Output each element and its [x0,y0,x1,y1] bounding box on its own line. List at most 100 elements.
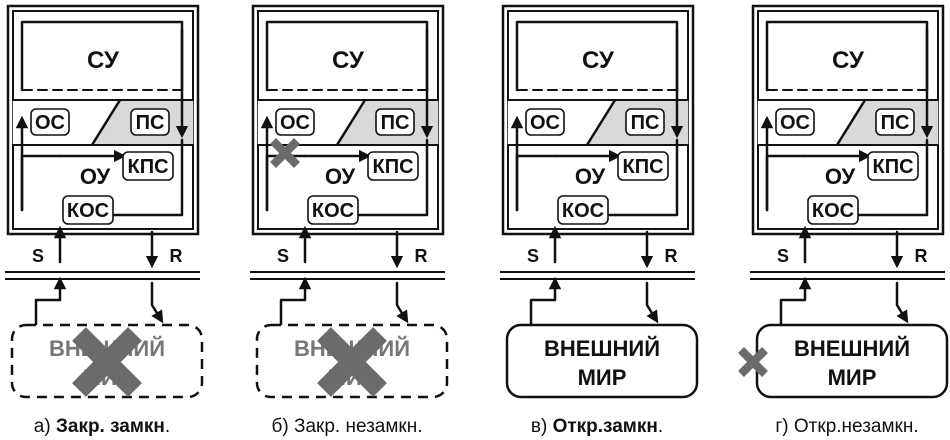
system-frame [751,4,945,236]
caption-prefix: г) [775,416,794,437]
r-to-world [395,281,409,324]
kos-block: КОС [807,195,859,225]
ou-box [12,144,194,230]
world-label-1: ВНЕШНИЙ [794,336,910,361]
caption-suffix: . [165,416,170,437]
os-block-label: ОС [780,112,810,134]
r-label: R [665,246,678,266]
kos-block-label: КОС [812,200,854,222]
r-label: R [170,246,183,266]
os-cut-cross [270,138,300,168]
world-cross [72,327,142,397]
world-to-s [779,276,812,327]
ou-loop-left [765,154,807,212]
ou-box [757,144,939,230]
caption-prefix: в) [531,416,553,437]
system-frame [501,4,695,236]
ps-block: ПС [130,108,170,136]
kps-block-label: КПС [127,156,168,178]
s-label: S [32,246,44,266]
kps-block: КПС [617,151,669,181]
ps-block-label: ПС [631,112,660,134]
system-frame [251,4,445,236]
world-box [505,323,699,399]
caption-suffix: . [658,416,663,437]
ou-box [507,144,689,230]
world-side-cross [738,347,768,377]
r-to-world [150,281,164,324]
caption-main: Закр. незамкн. [294,416,423,437]
r-to-world [645,281,659,324]
su-box [757,10,939,101]
caption-prefix: а) [34,416,56,437]
kos-block-label: КОС [67,200,109,222]
ou-loop-right [118,138,184,217]
os-block: ОС [275,108,315,136]
ou-loop-right [363,138,429,217]
kps-block: КПС [122,151,174,181]
caption-main: Закр. замкн [56,416,165,437]
caption-main: Откр.замкн [553,416,658,437]
world-label-1: ВНЕШНИЙ [544,336,660,361]
ps-block: ПС [875,108,915,136]
su-box [12,10,194,101]
s-label: S [777,246,789,266]
ps-block-label: ПС [136,112,165,134]
su-label: СУ [87,47,120,74]
kps-block: КПС [367,151,419,181]
su-label: СУ [332,47,365,74]
r-to-world [895,281,909,324]
kps-block-label: КПС [372,156,413,178]
world-label-2: МИР [578,365,627,390]
su-box [507,10,689,101]
su-label: СУ [832,47,865,74]
ps-block-label: ПС [881,112,910,134]
world-to-s [34,276,67,327]
ou-label: ОУ [80,164,111,189]
kos-block-label: КОС [562,200,604,222]
world-to-s [529,276,562,327]
panel-1: СУОУОСПСКПСКОСSRВНЕШНИЙМИРа) Закр. замкн… [5,4,204,437]
ou-label: ОУ [825,164,856,189]
kos-block: КОС [62,195,114,225]
ou-loop-left [20,154,62,212]
panel-caption: г) Откр.незамкн. [775,416,918,437]
ou-label: ОУ [575,164,606,189]
ou-loop-right [613,138,679,217]
system-frame [6,4,200,236]
kps-block-label: КПС [622,156,663,178]
os-block: ОС [775,108,815,136]
ps-block: ПС [625,108,665,136]
kps-block: КПС [867,151,919,181]
kps-block-label: КПС [872,156,913,178]
s-label: S [527,246,539,266]
r-label: R [915,246,928,266]
ou-loop-left [515,154,557,212]
panel-caption: в) Откр.замкн. [531,416,663,437]
su-box [257,10,439,101]
os-block: ОС [525,108,565,136]
ou-label: ОУ [325,164,356,189]
kos-block-label: КОС [312,200,354,222]
os-block-label: ОС [280,112,310,134]
su-label: СУ [582,47,615,74]
os-block-label: ОС [530,112,560,134]
panel-3: СУ ОУ ОС ПС КПС КОС S R ВНЕШНИЙ МИР в) Откр.замкн. [500,4,699,437]
panel-caption: а) Закр. замкн. [34,416,170,437]
ps-block: ПС [375,108,415,136]
r-label: R [415,246,428,266]
s-label: S [277,246,289,266]
caption-prefix: б) [271,416,294,437]
caption-main: Откр.незамкн. [794,416,919,437]
panel-caption: б) Закр. незамкн. [271,416,422,437]
ou-loop-right [863,138,929,217]
ou-box [257,144,439,230]
kos-block: КОС [557,195,609,225]
os-block: ОС [30,108,70,136]
panel-2: СУОУОСПСКПСКОСSRВНЕШНИЙМИРб) Закр. незам… [250,4,449,437]
kos-block: КОС [307,195,359,225]
ps-block-label: ПС [381,112,410,134]
world-to-s [279,276,312,327]
